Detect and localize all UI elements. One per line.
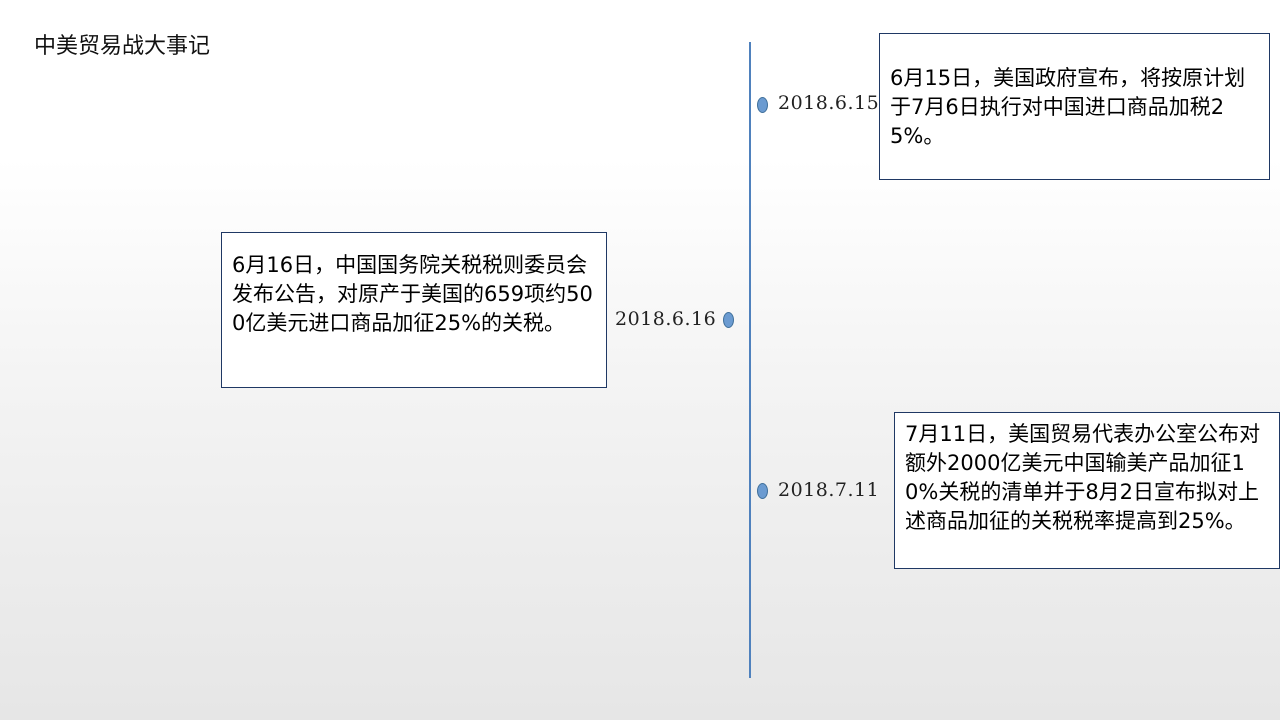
event-1-description: 6月15日，美国政府宣布，将按原计划于7月6日执行对中国进口商品加税25%。 [890,66,1246,148]
event-3-date: 2018.7.11 [778,479,880,501]
timeline-axis [749,42,751,678]
timeline-dot-event-1 [757,97,768,113]
event-2-date: 2018.6.16 [615,308,717,330]
event-2-description-box: 6月16日，中国国务院关税税则委员会发布公告，对原产于美国的659项约500亿美… [221,232,607,388]
page-title: 中美贸易战大事记 [34,34,211,59]
timeline-dot-event-3 [757,483,768,499]
event-3-description: 7月11日，美国贸易代表办公室公布对额外2000亿美元中国输美产品加征10%关税… [905,422,1261,533]
event-3-description-box: 7月11日，美国贸易代表办公室公布对额外2000亿美元中国输美产品加征10%关税… [894,412,1280,569]
event-1-date: 2018.6.15 [778,92,880,114]
event-1-description-box: 6月15日，美国政府宣布，将按原计划于7月6日执行对中国进口商品加税25%。 [879,33,1270,180]
event-2-description: 6月16日，中国国务院关税税则委员会发布公告，对原产于美国的659项约500亿美… [232,253,593,335]
timeline-dot-event-2 [723,312,734,328]
